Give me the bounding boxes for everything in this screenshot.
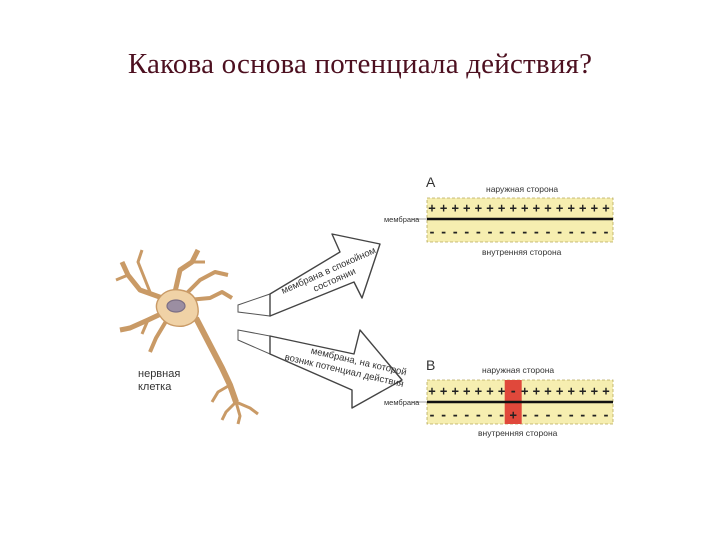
panel-b-inner-sign: - bbox=[452, 408, 459, 422]
panel-b-inner-sign: - bbox=[475, 408, 482, 422]
panel-a-outer-sign: + bbox=[428, 201, 435, 215]
panel-b-outer-sign: + bbox=[440, 384, 447, 398]
panel-b-inner-sign: - bbox=[579, 408, 586, 422]
zoom-connector-upper bbox=[237, 293, 271, 317]
panel-a-inner-sign: - bbox=[510, 225, 517, 239]
panel-a-inner-sign: - bbox=[556, 225, 563, 239]
panel-b-inner-sign: - bbox=[591, 408, 598, 422]
panel-a-letter: A bbox=[426, 174, 436, 190]
panel-b-outer-sign: + bbox=[591, 384, 598, 398]
panel-a-inner-sign: - bbox=[579, 225, 586, 239]
panel-a-inner-sign: - bbox=[602, 225, 609, 239]
panel-b-inner-sign: - bbox=[556, 408, 563, 422]
panel-b-outer-sign: + bbox=[568, 384, 575, 398]
panel-a-inner-sign: - bbox=[475, 225, 482, 239]
panel-a-inner-sign: - bbox=[498, 225, 505, 239]
panel-b-outer-sign: + bbox=[556, 384, 563, 398]
panel-a-inner-sign: - bbox=[428, 225, 435, 239]
panel-b-inner-sign: - bbox=[486, 408, 493, 422]
panel-b-inner-sign: - bbox=[463, 408, 470, 422]
panel-a-outer-sign: + bbox=[521, 201, 528, 215]
panel-b-inner-label: внутренняя сторона bbox=[478, 428, 558, 438]
arrow-action: мембрана, на которой возник потенциал де… bbox=[269, 329, 408, 409]
panel-a-outer-sign: + bbox=[498, 201, 505, 215]
panel-a-outer-sign: + bbox=[452, 201, 459, 215]
panel-b-inner-sign: - bbox=[498, 408, 505, 422]
panel-b-outer-sign: + bbox=[498, 384, 505, 398]
panel-a-outer-sign: + bbox=[440, 201, 447, 215]
panel-b-inner-sign: - bbox=[521, 408, 528, 422]
panel-a-inner-sign: - bbox=[440, 225, 447, 239]
panel-a-inner-sign: - bbox=[544, 225, 551, 239]
panel-a-outer-sign: + bbox=[602, 201, 609, 215]
membrane-panel-b: B наружная сторона мембрана +++++++-++++… bbox=[384, 357, 614, 438]
panel-b-membrane-label: мембрана bbox=[384, 398, 420, 407]
panel-b-inner-sign: + bbox=[510, 408, 517, 422]
panel-a-outer-sign: + bbox=[591, 201, 598, 215]
panel-a-inner-sign: - bbox=[452, 225, 459, 239]
panel-a-outer-sign: + bbox=[579, 201, 586, 215]
panel-a-outer-sign: + bbox=[544, 201, 551, 215]
panel-b-inner-sign: - bbox=[440, 408, 447, 422]
panel-a-inner-sign: - bbox=[521, 225, 528, 239]
panel-b-outer-sign: + bbox=[533, 384, 540, 398]
panel-b-outer-sign: + bbox=[579, 384, 586, 398]
nerve-cell bbox=[115, 248, 259, 425]
panel-a-outer-sign: + bbox=[486, 201, 493, 215]
panel-b-outer-sign: + bbox=[602, 384, 609, 398]
panel-b-outer-label: наружная сторона bbox=[482, 365, 554, 375]
zoom-connector-lower bbox=[237, 329, 271, 355]
panel-a-inner-sign: - bbox=[591, 225, 598, 239]
panel-b-outer-sign: + bbox=[452, 384, 459, 398]
panel-b-outer-sign: - bbox=[510, 384, 517, 398]
panel-b-inner-sign: - bbox=[533, 408, 540, 422]
panel-a-membrane-label: мембрана bbox=[384, 215, 420, 224]
panel-a-outer-sign: + bbox=[556, 201, 563, 215]
panel-a-inner-sign: - bbox=[463, 225, 470, 239]
panel-b-letter: B bbox=[426, 357, 435, 373]
panel-b-inner-sign: - bbox=[602, 408, 609, 422]
slide-title: Какова основа потенциала действия? bbox=[127, 48, 593, 80]
panel-b-inner-sign: - bbox=[568, 408, 575, 422]
membrane-panel-a: A наружная сторона мембрана + + + + + + + + + + + +… bbox=[384, 174, 614, 257]
panel-b-inner-sign: - bbox=[544, 408, 551, 422]
panel-b-outer-sign: + bbox=[428, 384, 435, 398]
panel-a-inner-sign: - bbox=[533, 225, 540, 239]
arrow-resting: мембрана в спокойном состоянии bbox=[269, 233, 381, 317]
panel-a-outer-sign: + bbox=[533, 201, 540, 215]
panel-a-outer-label: наружная сторона bbox=[486, 184, 558, 194]
panel-b-outer-sign: + bbox=[486, 384, 493, 398]
panel-a-outer-sign: + bbox=[510, 201, 517, 215]
panel-a-inner-sign: - bbox=[486, 225, 493, 239]
panel-b-outer-sign: + bbox=[475, 384, 482, 398]
panel-b-outer-sign: + bbox=[544, 384, 551, 398]
panel-a-outer-sign: + bbox=[463, 201, 470, 215]
panel-a-inner-label: внутренняя сторона bbox=[482, 247, 562, 257]
nerve-cell-label-line1: нервная bbox=[138, 368, 180, 380]
nerve-cell-label-line2: клетка bbox=[138, 381, 172, 393]
panel-b-outer-sign: + bbox=[463, 384, 470, 398]
panel-b-inner-sign: - bbox=[428, 408, 435, 422]
panel-a-outer-sign: + bbox=[568, 201, 575, 215]
panel-a-inner-sign: - bbox=[568, 225, 575, 239]
panel-b-outer-sign: + bbox=[521, 384, 528, 398]
nucleus bbox=[166, 299, 186, 313]
panel-a-outer-sign: + bbox=[475, 201, 482, 215]
